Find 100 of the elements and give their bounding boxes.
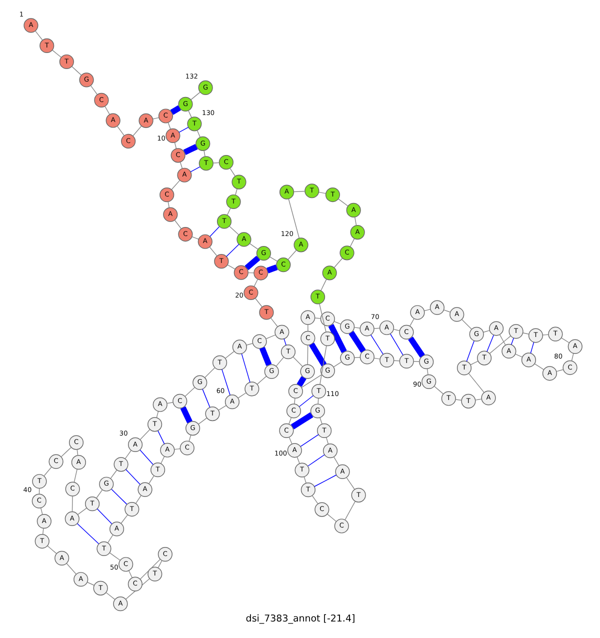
connector [294,398,295,404]
connector [107,534,113,544]
connector [157,560,162,568]
connector [174,220,181,229]
connector [116,126,124,136]
connector [370,334,383,355]
connector [76,449,78,456]
connector [288,198,300,239]
connector [209,226,220,237]
connector [486,334,494,352]
connector [96,490,102,498]
connector [246,343,253,346]
connector [228,226,239,236]
connector [188,110,192,118]
connector [166,402,173,404]
diagram-title: dsi_7383_annot [-21.4] [245,613,355,624]
connector [182,144,198,155]
connector [288,417,292,424]
connector [434,386,444,394]
connector [196,130,200,138]
connector [226,244,239,257]
connector [303,476,306,484]
connector [412,361,420,362]
connector [328,324,346,353]
connector [180,406,192,424]
connector [326,514,336,522]
connector [514,354,522,358]
connector [77,508,86,515]
connector [308,342,326,366]
connector [234,188,237,196]
connector [293,190,305,192]
connector [174,142,176,149]
connector [170,105,180,115]
connector [311,495,318,504]
connector [318,192,326,194]
connector [139,429,150,440]
connector [42,528,44,534]
connector [173,448,180,450]
connector [134,495,142,504]
connector [333,321,341,324]
connector [190,92,200,100]
connector [373,328,380,329]
connector [270,318,278,327]
connector [110,470,117,479]
connector [73,468,77,482]
connector [442,310,450,312]
connector [258,346,272,366]
connector [108,552,120,561]
connector [40,508,42,515]
connector [534,363,544,370]
connector [120,514,128,524]
connector [237,392,246,398]
connector [325,437,328,444]
connector [229,168,235,176]
connector [148,475,154,484]
connector [560,338,569,344]
connector [346,477,354,490]
connector [198,418,207,425]
connector [224,351,234,359]
connector [426,368,428,376]
connector [338,198,348,206]
connector [208,246,217,256]
connector [71,496,72,512]
connector [373,358,380,360]
connector [296,456,300,464]
connector [179,162,182,169]
connector [139,450,153,465]
connector [454,399,462,401]
connector [34,30,42,40]
connector [354,356,360,358]
connector [226,208,230,216]
connector [319,346,326,385]
connector [468,373,484,393]
connector [354,216,356,226]
connector [248,243,258,250]
connector [110,488,127,505]
connector [71,66,82,76]
connector [409,318,414,326]
connector [139,558,160,580]
connector [226,264,235,270]
connector [190,166,200,172]
connector [332,362,342,368]
connector [124,450,131,459]
connector [218,405,226,410]
connector [287,250,296,260]
connector [556,369,563,372]
connector [254,298,262,308]
connector [300,374,322,388]
connector [408,336,424,358]
connector [474,398,482,400]
connector [167,201,170,208]
connector [510,338,514,345]
connector [156,411,158,418]
connector [253,278,258,287]
connector [125,469,140,485]
connector [170,180,180,190]
connector [221,369,230,396]
connector [128,570,132,578]
connector [466,340,474,362]
connector [314,474,336,487]
